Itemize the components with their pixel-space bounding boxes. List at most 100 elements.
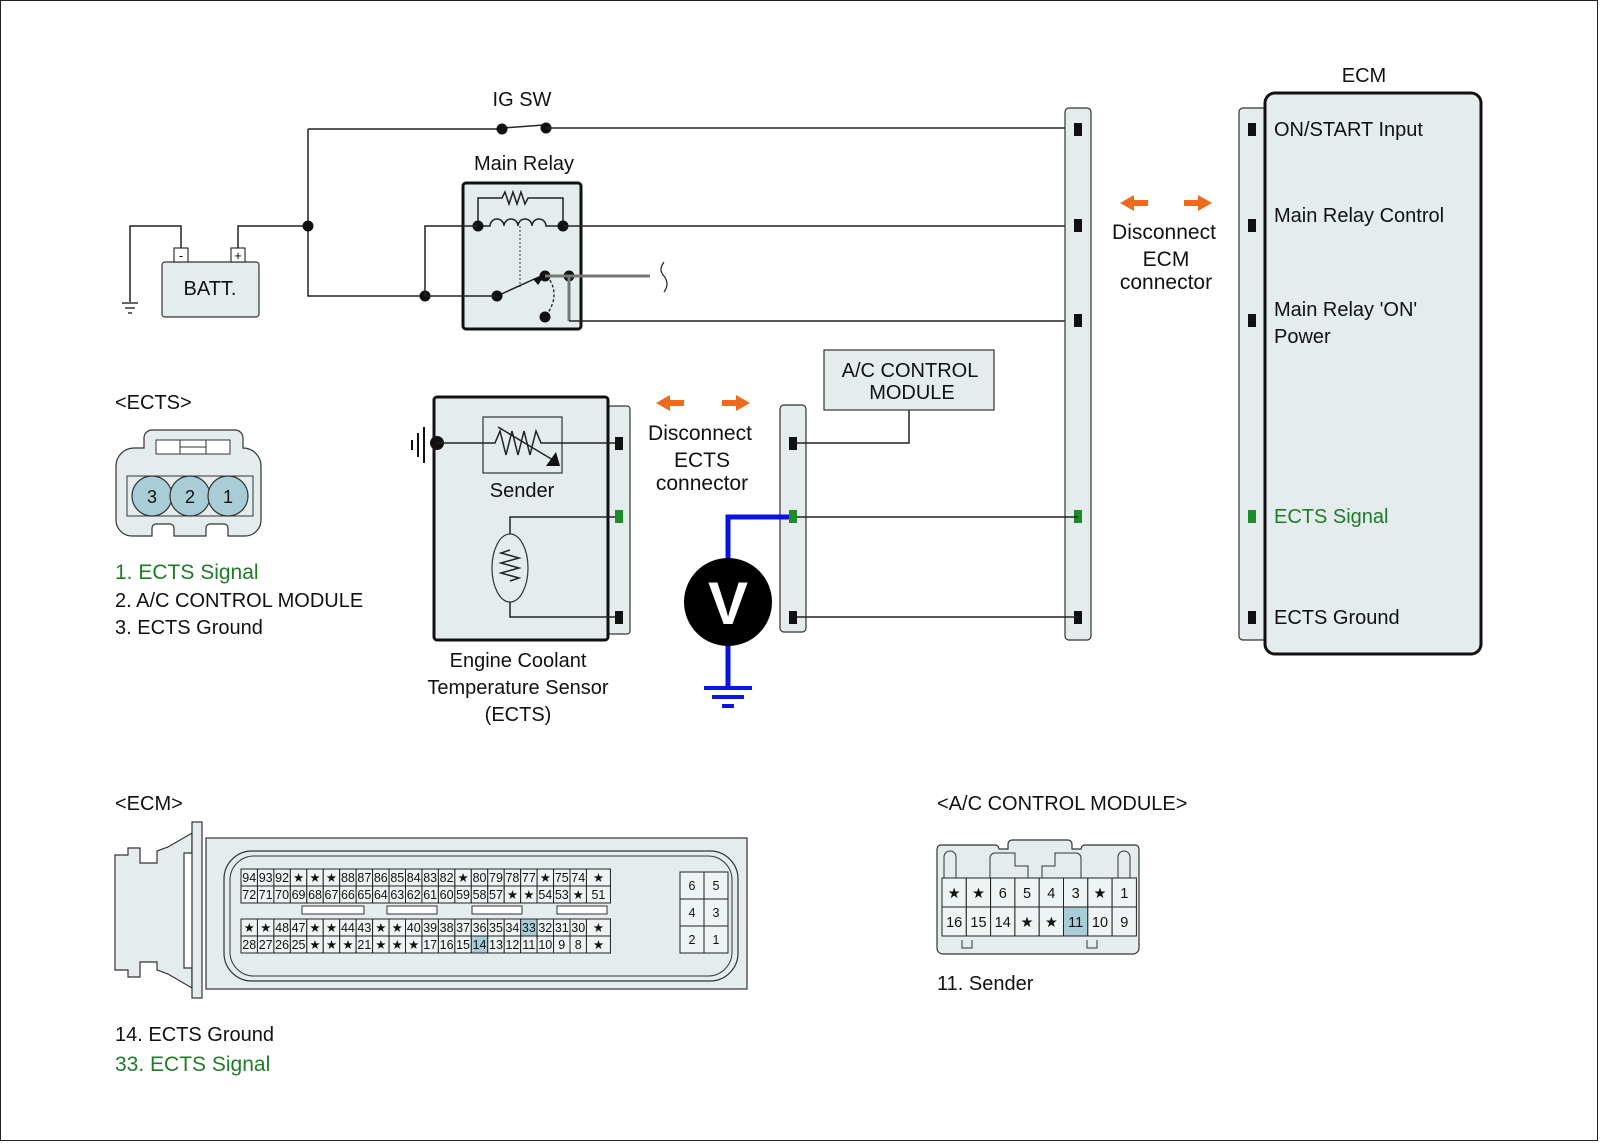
ecm-pin-92: 92 bbox=[275, 871, 289, 885]
pin bbox=[1074, 123, 1082, 136]
wire bbox=[307, 129, 425, 297]
battery-plus-sign: + bbox=[234, 248, 242, 263]
ac-pin-6: 6 bbox=[999, 886, 1007, 902]
ecm-pin-30: 30 bbox=[571, 921, 585, 935]
ecm-pin-unused: ★ bbox=[375, 938, 386, 952]
wire-ac-module bbox=[797, 410, 910, 444]
ects-pin-label: 2 bbox=[185, 487, 195, 507]
ecm-pin-85: 85 bbox=[390, 871, 404, 885]
disconnect-ects-arrows-icon bbox=[656, 395, 750, 411]
ecm-pin-65: 65 bbox=[357, 888, 371, 902]
ac-pin-9: 9 bbox=[1120, 915, 1128, 931]
ecm-pin-39: 39 bbox=[423, 921, 437, 935]
ecm-pin-61: 61 bbox=[423, 888, 437, 902]
ecm-key-slot bbox=[301, 905, 365, 915]
pin bbox=[615, 437, 623, 450]
main-relay-body bbox=[461, 181, 583, 331]
ecm-pin-31: 31 bbox=[555, 921, 569, 935]
ecm-pin-44: 44 bbox=[341, 921, 355, 935]
ecm-pin-62: 62 bbox=[407, 888, 421, 902]
ac-module-line2: MODULE bbox=[869, 382, 955, 404]
sender-box bbox=[482, 416, 563, 474]
ac-pin-unused: ★ bbox=[1021, 915, 1034, 931]
ecm-pin-unused: ★ bbox=[309, 871, 320, 885]
ecm-pin-38: 38 bbox=[440, 921, 454, 935]
ac-pin-unused: ★ bbox=[1093, 886, 1106, 902]
ecm-pin-40: 40 bbox=[407, 921, 421, 935]
ig-sw-label: IG SW bbox=[493, 89, 552, 111]
relay-coil bbox=[478, 218, 563, 227]
ecm-pin-93: 93 bbox=[259, 871, 273, 885]
battery-label: BATT. bbox=[184, 278, 237, 300]
disconnect-ecm-line3: connector bbox=[1120, 271, 1212, 294]
ecm-pin-unused: ★ bbox=[593, 921, 604, 935]
ects-pin-label: 3 bbox=[147, 487, 157, 507]
ecm-pin-unused: ★ bbox=[375, 921, 386, 935]
ecm-pin-36: 36 bbox=[473, 921, 487, 935]
ac-pin-15: 15 bbox=[970, 915, 986, 931]
ecm-pin-80: 80 bbox=[473, 871, 487, 885]
ecm-pin-25: 25 bbox=[292, 938, 306, 952]
ecm-pin-33: 33 bbox=[522, 921, 536, 935]
ecm-pin-37: 37 bbox=[456, 921, 470, 935]
pin bbox=[1248, 219, 1256, 232]
ac-legend-1: 11. Sender bbox=[937, 973, 1034, 995]
ac-pin-cell bbox=[1111, 906, 1137, 937]
ecm-key-slot bbox=[556, 905, 608, 915]
ecm-pin-unused: ★ bbox=[309, 938, 320, 952]
ecm-pin-ects-ground: ECTS Ground bbox=[1274, 607, 1400, 629]
ecm-side-pin-cell bbox=[703, 871, 729, 900]
thermistor-wire bbox=[509, 516, 615, 618]
ac-pin-unused: ★ bbox=[948, 886, 961, 902]
ecm-pin-11: 11 bbox=[522, 938, 535, 952]
ac-pin-cell bbox=[1014, 906, 1040, 937]
ac-pin-10: 10 bbox=[1092, 915, 1108, 931]
ecm-pin-58: 58 bbox=[473, 888, 487, 902]
ecm-pin-unused: ★ bbox=[293, 871, 304, 885]
ac-pin-cell bbox=[1063, 906, 1089, 937]
ac-pin-cell bbox=[965, 906, 992, 937]
ecm-pin-63: 63 bbox=[390, 888, 404, 902]
pin bbox=[789, 611, 797, 624]
wire-break-icon bbox=[660, 261, 668, 293]
relay-resistor bbox=[477, 189, 564, 226]
ac-pin-cell bbox=[1087, 906, 1113, 937]
ac-pin-3: 3 bbox=[1072, 886, 1080, 902]
pin bbox=[615, 611, 623, 624]
sender-arrow-head bbox=[546, 452, 560, 466]
ecm-pin-43: 43 bbox=[357, 921, 371, 935]
ac-pin-5: 5 bbox=[1023, 886, 1031, 902]
ecm-pin-main-relay-control: Main Relay Control bbox=[1274, 205, 1444, 227]
ecm-pin-79: 79 bbox=[489, 871, 503, 885]
ecm-pin-57: 57 bbox=[489, 888, 503, 902]
ecm-pin-66: 66 bbox=[341, 888, 355, 902]
ecm-key-slot bbox=[386, 905, 438, 915]
ecm-side-pin-3: 3 bbox=[713, 906, 720, 920]
ground-wire bbox=[129, 225, 182, 302]
ecm-side-pin-5: 5 bbox=[713, 879, 720, 893]
ground-icon bbox=[122, 302, 138, 314]
ecm-pin-unused: ★ bbox=[507, 888, 518, 902]
ecm-harness-connector bbox=[1064, 107, 1092, 641]
ecm-pin-84: 84 bbox=[407, 871, 421, 885]
ecm-pin-unused: ★ bbox=[573, 888, 584, 902]
disconnect-ects-line1: Disconnect bbox=[648, 422, 752, 445]
pin bbox=[1248, 123, 1256, 136]
ecm-pin-unused: ★ bbox=[326, 921, 337, 935]
ecm-pin-53: 53 bbox=[555, 888, 569, 902]
ground-icon bbox=[411, 427, 425, 463]
sender-label: Sender bbox=[490, 480, 555, 502]
main-relay-label: Main Relay bbox=[474, 153, 574, 175]
ecm-pin-27: 27 bbox=[259, 938, 273, 952]
ecm-pin-unused: ★ bbox=[342, 938, 353, 952]
ecm-pin-34: 34 bbox=[505, 921, 519, 935]
ecm-pin-51: 51 bbox=[591, 888, 605, 902]
ig-switch-blade bbox=[501, 124, 545, 129]
ecm-pin-32: 32 bbox=[538, 921, 552, 935]
ecm-pin-60: 60 bbox=[440, 888, 454, 902]
ecm-pin-71: 71 bbox=[259, 888, 273, 902]
ecm-pin-75: 75 bbox=[555, 871, 569, 885]
